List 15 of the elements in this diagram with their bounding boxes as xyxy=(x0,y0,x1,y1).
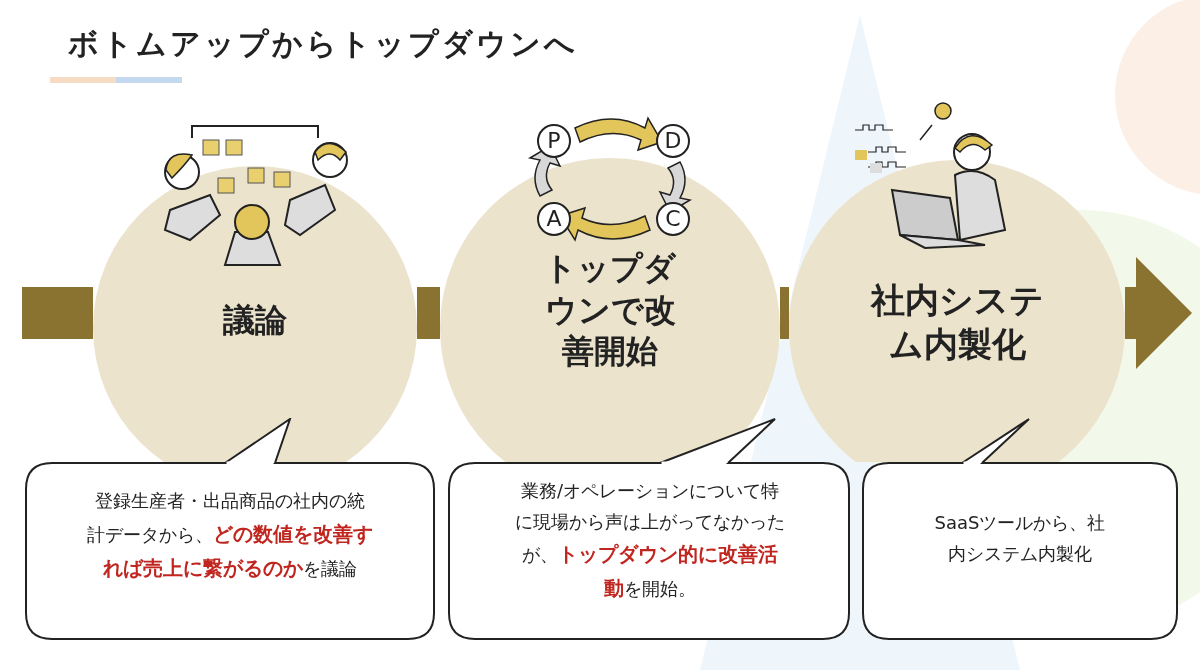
speech-bubble xyxy=(862,462,1178,640)
timeline-arrow xyxy=(1125,257,1192,369)
cycle-letter: D xyxy=(656,124,690,158)
timeline-arrow xyxy=(22,287,93,339)
speech-bubble xyxy=(25,462,435,640)
stage-label: 社内システム内製化 xyxy=(869,279,1045,367)
bubble-text: 業務/オペレーションについて特に現場から声は上がってなかったが、トップダウン的に改善活動を開始。 xyxy=(514,479,786,603)
cycle-letter: P xyxy=(537,124,571,158)
bubble-text: SaaSツールから、社内システム内製化 xyxy=(933,511,1107,566)
timeline-arrow xyxy=(780,287,789,339)
title: ボトムアップからトップダウンへ xyxy=(68,25,578,63)
stage-label: 議論 xyxy=(221,300,288,341)
timeline-arrow xyxy=(417,287,440,339)
stage-label: トップダウンで改善開始 xyxy=(543,248,677,373)
bubble-text: 登録生産者・出品商品の社内の統計データから、どの数値を改善すれば売上に繋がるのかを議論 xyxy=(87,489,373,582)
